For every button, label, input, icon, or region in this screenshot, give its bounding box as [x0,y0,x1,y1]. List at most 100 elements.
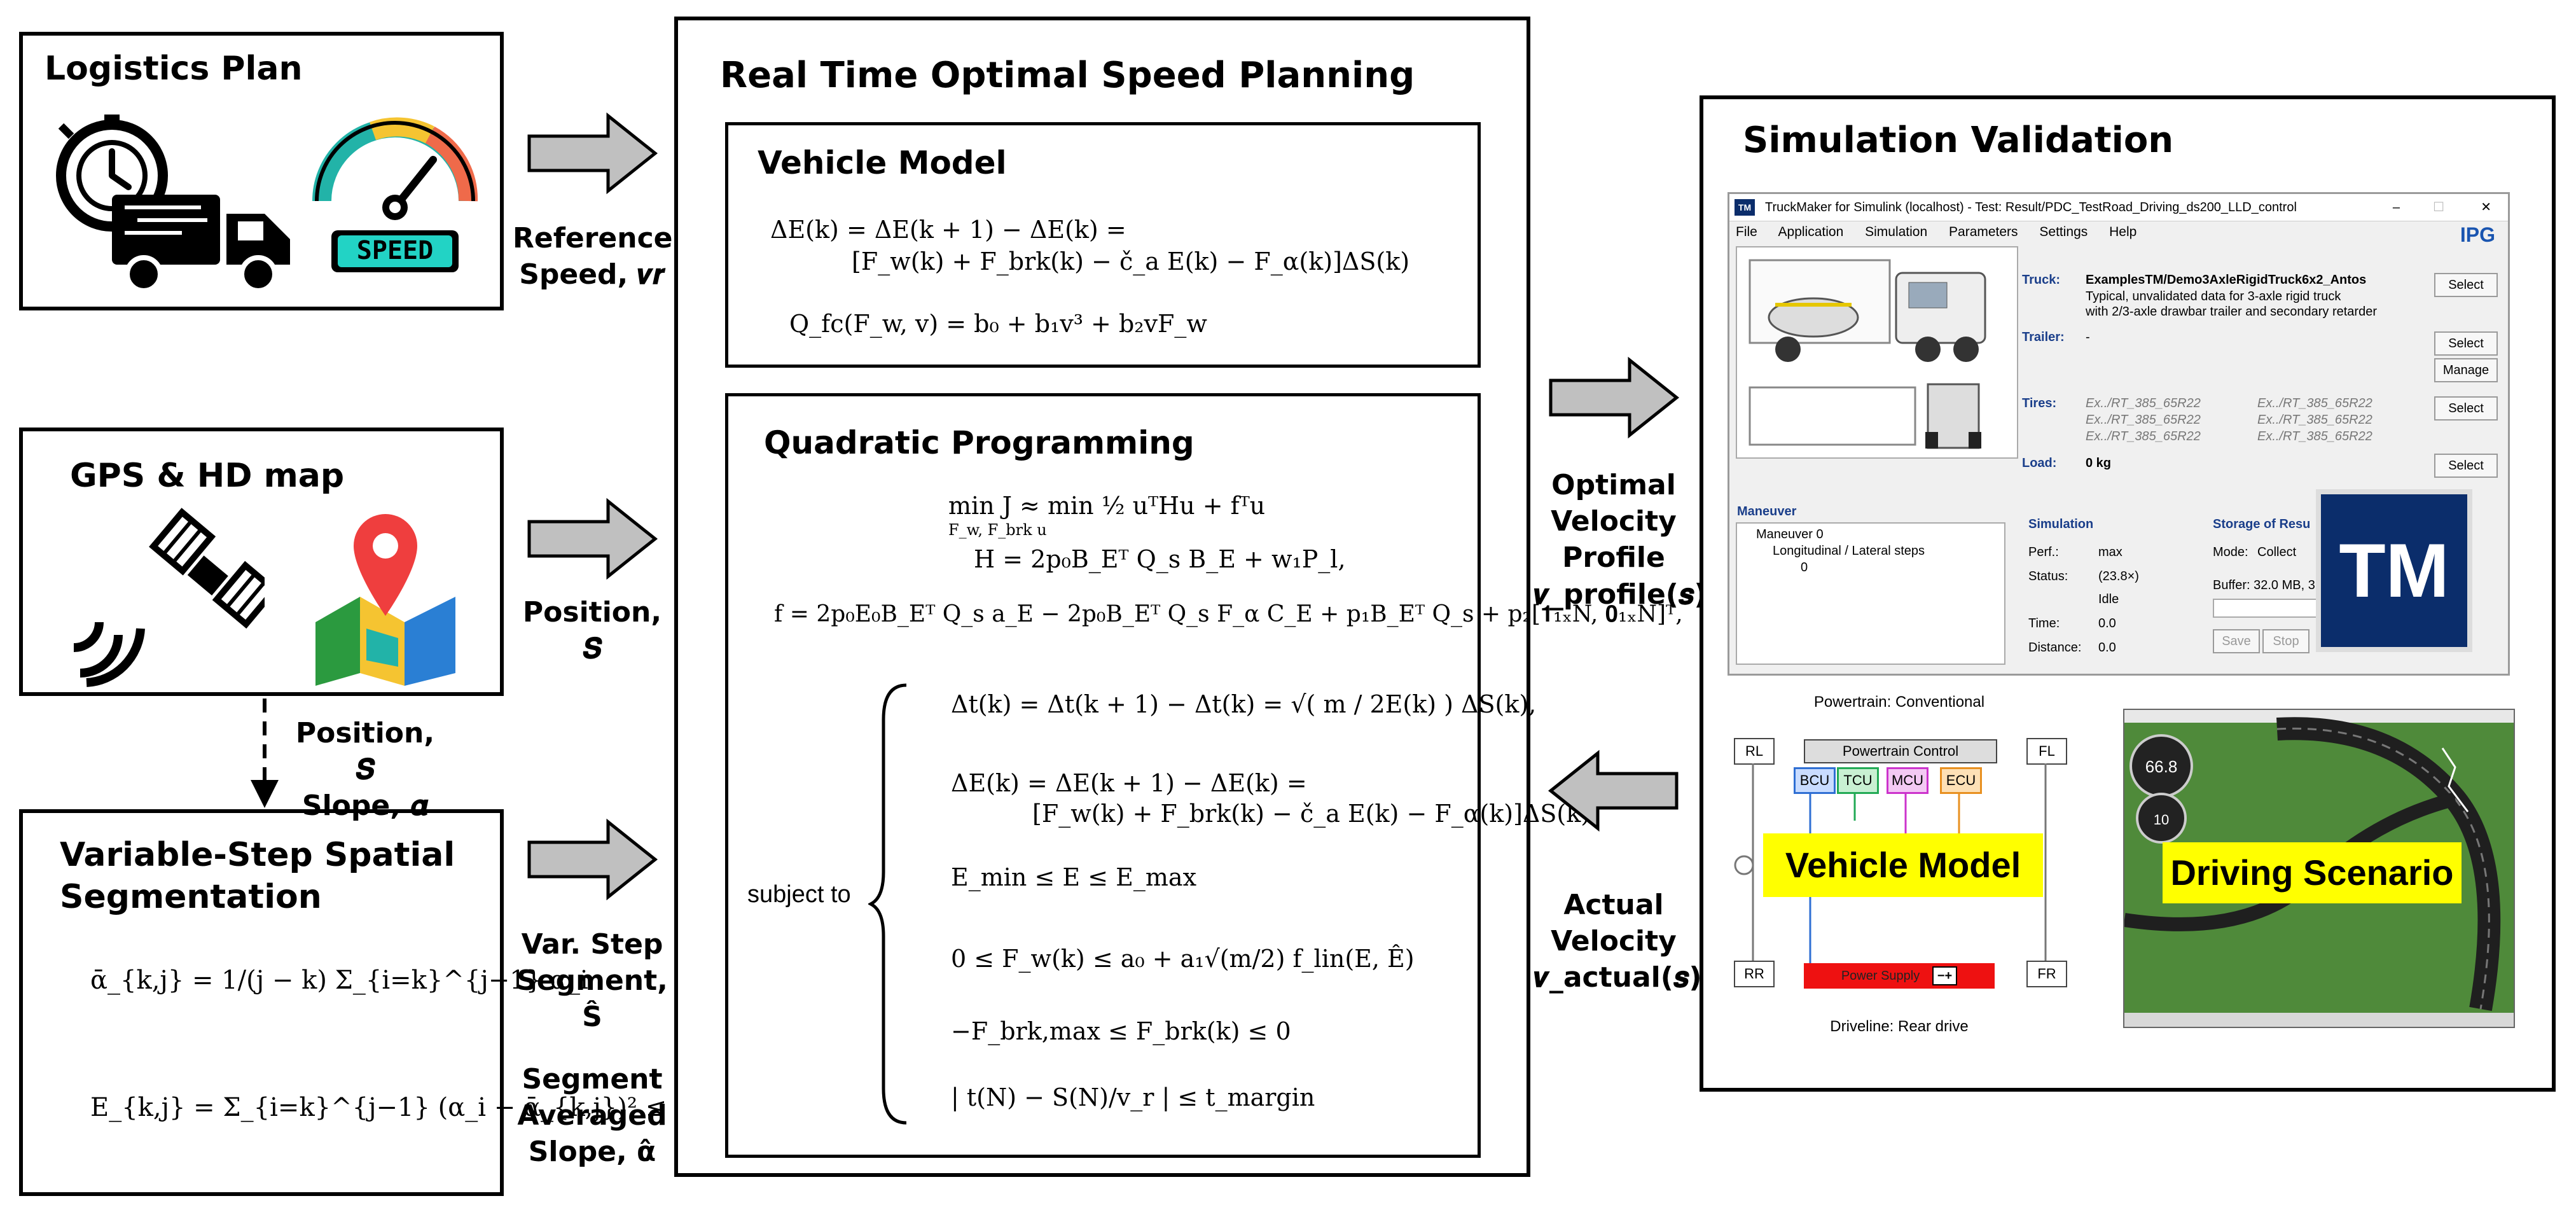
driveline-label: Driveline: Rear drive [1830,1018,1969,1035]
vm-eq1-line2: [F_w(k) + F_brk(k) − č_a E(k) − F_α(k)]Δ… [852,247,1410,275]
status-value: (23.8×) [2098,569,2139,583]
menu-settings[interactable]: Settings [2039,225,2088,239]
corner-fl: FL [2026,738,2067,765]
reference-speed-line2: Speed, 𝒗𝒓 [519,258,665,291]
maneuver-item[interactable]: Maneuver 0 [1756,527,1824,541]
reference-speed-label: Reference Speed, 𝒗𝒓 [513,220,673,293]
segmentation-title-line1: Variable-Step Spatial [60,836,455,874]
tm-logo: TM [2316,489,2472,652]
menu-simulation[interactable]: Simulation [1865,225,1928,239]
menu-parameters[interactable]: Parameters [1949,225,2018,239]
tire-5: Ex../RT_385_65R22 [2257,429,2372,443]
qp-objective: min J ≈ min ½ uᵀHu + fᵀu [948,492,1266,520]
tire-2: Ex../RT_385_65R22 [2086,413,2201,427]
segmentation-eq2: E_{k,j} = Σ_{i=k}^{j−1} (α_i − ᾱ_{k,j})²… [90,1093,689,1122]
logistics-plan-box: Logistics Plan SPEED [19,32,504,310]
qp-c5: −F_brk,max ≤ F_brk(k) ≤ 0 [951,1017,1291,1045]
corner-rl: RL [1734,738,1775,765]
segmentation-eq2-text: E_{k,j} = Σ_{i=k}^{j−1} (α_i − ᾱ_{k,j})²… [90,1093,689,1122]
maneuver-label: Maneuver [1737,504,1797,518]
tm-menubar: File Application Simulation Parameters S… [1729,221,2508,243]
var-step-line1: Var. Step [521,928,663,961]
optimal-velocity-line2: Velocity [1551,505,1677,538]
unit-ecu: ECU [1940,767,1982,794]
rtosp-box: Real Time Optimal Speed Planning Vehicle… [674,17,1683,1177]
segmentation-eq1: ᾱ_{k,j} = 1/(j − k) Σ_{i=k}^{j−1} α_i [90,966,588,995]
battery-icon: −+ [1932,966,1958,985]
qp-objective-sub: F_w, F_brk u [948,521,1047,539]
corner-rr: RR [1734,961,1775,987]
vehicle-model-title: Vehicle Model [758,144,1007,181]
truck-preview-image [1748,259,1986,449]
tm-app-icon: TM [1735,199,1755,216]
power-supply: Power Supply −+ [1804,963,1995,989]
optimal-velocity-line1: Optimal [1551,469,1676,501]
svg-text:66.8: 66.8 [2145,757,2178,776]
truck-label: Truck: [2022,273,2061,287]
trailer-select-button[interactable]: Select [2434,331,2498,356]
time-value: 0.0 [2098,616,2116,630]
arrow-actual-velocity [1548,749,1679,832]
tires-select-button[interactable]: Select [2434,396,2498,421]
optimal-velocity-label: Optimal Velocity Profile 𝒗_profile(𝒔) [1534,467,1707,613]
optimal-velocity-line4: 𝒗_profile(𝒔) [1534,578,1707,611]
down-arrow-line2: Slope, 𝜶 [301,789,429,823]
truck-desc2: with 2/3-axle drawbar trailer and second… [2086,305,2377,319]
minimize-icon[interactable]: – [2392,200,2400,214]
qp-c4: 0 ≤ F_w(k) ≤ a₀ + a₁√(m/2) f_lin(E, Ê) [951,945,1415,973]
segmentation-title-line2: Segmentation [60,878,322,916]
powertrain-control: Powertrain Control [1804,739,1997,763]
simulation-label: Simulation [2028,517,2094,531]
trailer-value: - [2086,330,2090,344]
truckmaker-window: TM TruckMaker for Simulink (localhost) -… [1728,192,2510,676]
driving-scenario-overlay-label: Driving Scenario [2163,842,2462,903]
maximize-icon[interactable]: ☐ [2433,200,2444,214]
storage-label: Storage of Resu [2213,517,2311,531]
trailer-label: Trailer: [2022,330,2065,344]
segment-avg-line2: Averaged [517,1099,667,1132]
stop-button[interactable]: Stop [2262,629,2309,653]
powertrain-diagram: Powertrain: Conventional RL FL RR FR Pow… [1728,693,2071,1050]
tire-1: Ex../RT_385_65R22 [2257,396,2372,410]
arrow-reference-speed [527,112,658,195]
tire-3: Ex../RT_385_65R22 [2257,413,2372,427]
close-icon[interactable]: ✕ [2481,200,2491,214]
vehicle-preview [1736,246,2018,459]
qp-c2-line2: [F_w(k) + F_brk(k) − č_a E(k) − F_α(k)]Δ… [1032,800,1591,828]
menu-file[interactable]: File [1736,225,1757,239]
vm-eq1-line1: ΔE(k) = ΔE(k + 1) − ΔE(k) = [770,216,1126,244]
truck-value: ExamplesTM/Demo3AxleRigidTruck6x2_Antos [2086,273,2367,287]
qp-title: Quadratic Programming [764,424,1195,461]
load-select-button[interactable]: Select [2434,454,2498,478]
var-step-line2: Segment, [516,964,668,998]
menu-application[interactable]: Application [1778,225,1844,239]
distance-value: 0.0 [2098,641,2116,655]
actual-velocity-line2: Velocity [1551,925,1677,958]
truck-desc1: Typical, unvalidated data for 3-axle rig… [2086,289,2341,303]
trailer-manage-button[interactable]: Manage [2434,358,2498,382]
truck-select-button[interactable]: Select [2434,273,2498,297]
optimal-velocity-line3: Profile [1562,541,1665,574]
maneuver-leaf[interactable]: 0 [1801,560,1808,574]
menu-help[interactable]: Help [2109,225,2137,239]
dashed-down-arrow [251,699,279,808]
power-supply-label: Power Supply [1841,969,1920,983]
segment-avg-line1: Segment [522,1063,663,1095]
logistics-plan-title: Logistics Plan [45,50,303,88]
maneuver-sub[interactable]: Longitudinal / Lateral steps [1773,544,1925,558]
arrow-var-step [527,818,658,901]
rtosp-title: Real Time Optimal Speed Planning [720,55,1415,96]
reference-speed-line1: Reference [513,222,673,254]
mode-value[interactable]: Collect [2257,545,2297,559]
save-button[interactable]: Save [2213,629,2260,653]
down-arrow-line1: Position, 𝑺 [295,717,435,786]
satellite-icon [73,508,265,687]
arrow-position [527,497,658,580]
maneuver-tree[interactable]: Maneuver 0 Longitudinal / Lateral steps … [1736,522,2005,665]
tire-4: Ex../RT_385_65R22 [2086,429,2201,443]
actual-velocity-line1: Actual [1563,889,1664,921]
perf-value[interactable]: max [2098,545,2122,559]
segmentation-box: Variable-Step Spatial Segmentation ᾱ_{k,… [19,809,689,1196]
svg-text:10: 10 [2154,812,2169,828]
corner-fr: FR [2026,961,2067,987]
